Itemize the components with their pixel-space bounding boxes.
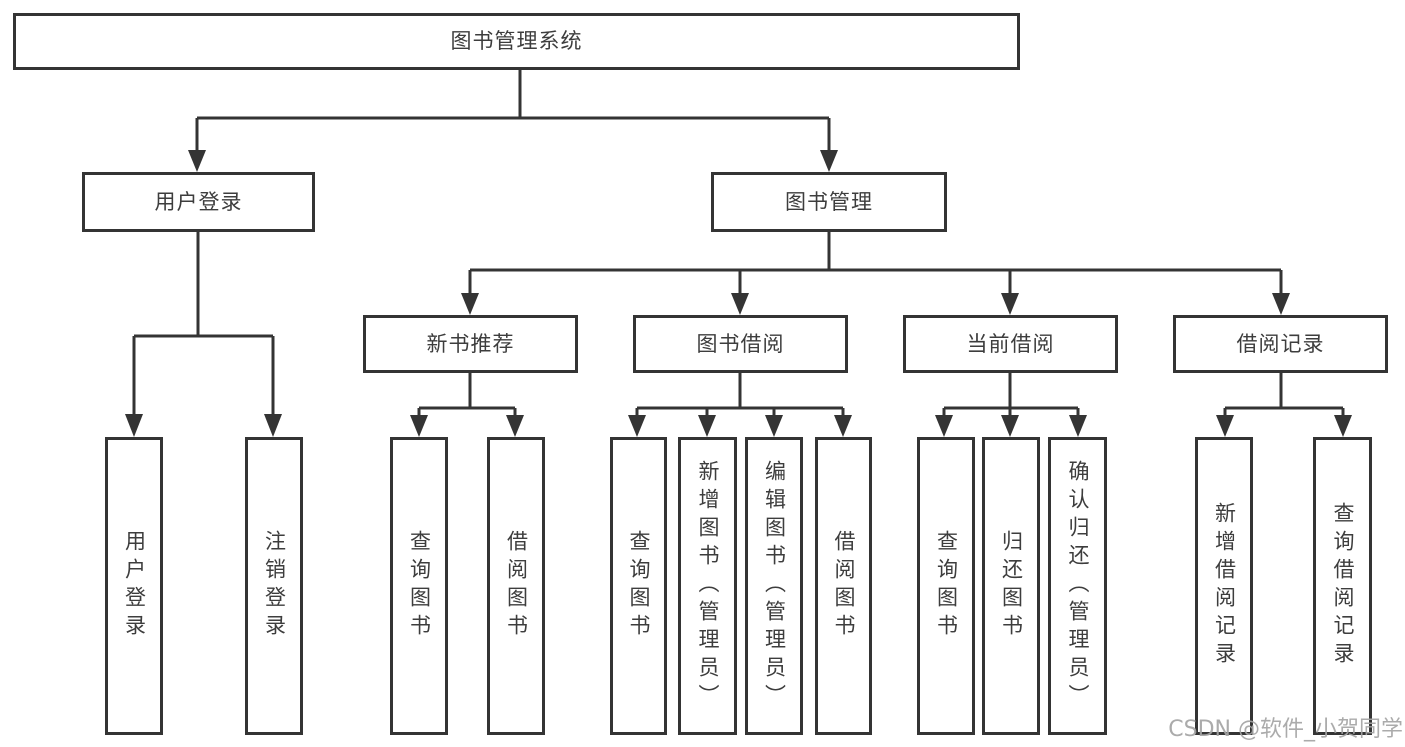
node-borrow-records: 借阅记录 bbox=[1173, 315, 1388, 373]
connector-userlogin-to-leaves bbox=[132, 232, 275, 416]
arrowhead bbox=[765, 415, 783, 437]
arrowhead bbox=[698, 415, 716, 437]
leaf-newbook-query-books: 查询图书 bbox=[390, 437, 448, 735]
connector-currentborrow-split bbox=[942, 373, 1080, 418]
node-user-login: 用户登录 bbox=[82, 172, 315, 232]
leaf-borrowing-edit-books-admin: 编辑图书（管理员） bbox=[745, 437, 803, 735]
node-new-book-recommend: 新书推荐 bbox=[363, 315, 578, 373]
leaf-user-login: 用户登录 bbox=[105, 437, 163, 735]
connector-newbook-split bbox=[417, 373, 517, 418]
arrowhead bbox=[1001, 415, 1019, 437]
leaf-current-return-books: 归还图书 bbox=[982, 437, 1040, 735]
arrowhead bbox=[506, 415, 524, 437]
leaf-logout-login: 注销登录 bbox=[245, 437, 303, 735]
arrowhead bbox=[628, 415, 646, 437]
leaf-borrowing-borrow-books: 借阅图书 bbox=[815, 437, 872, 735]
arrowhead bbox=[935, 415, 953, 437]
arrowhead bbox=[1001, 293, 1019, 315]
leaf-borrowing-query-books: 查询图书 bbox=[610, 437, 667, 735]
arrowhead bbox=[461, 293, 479, 315]
arrowhead bbox=[820, 150, 838, 172]
connector-bookmgmt-to-level3 bbox=[468, 232, 1283, 296]
node-book-borrowing: 图书借阅 bbox=[633, 315, 848, 373]
arrowhead bbox=[188, 150, 206, 172]
connector-bookborrow-split bbox=[635, 373, 845, 418]
leaf-current-query-books: 查询图书 bbox=[917, 437, 975, 735]
arrowhead bbox=[731, 293, 749, 315]
arrowhead bbox=[264, 414, 282, 437]
node-book-management: 图书管理 bbox=[711, 172, 947, 232]
csdn-watermark: CSDN @软件_小贺同学 bbox=[1168, 717, 1403, 742]
arrowhead bbox=[1216, 415, 1234, 437]
arrowhead bbox=[1069, 415, 1087, 437]
leaf-current-confirm-return-admin: 确认归还（管理员） bbox=[1048, 437, 1107, 735]
arrowhead bbox=[125, 414, 143, 437]
arrowhead bbox=[410, 415, 428, 437]
node-root-system: 图书管理系统 bbox=[13, 13, 1020, 70]
leaf-record-add-borrow-record: 新增借阅记录 bbox=[1195, 437, 1253, 735]
arrowhead bbox=[834, 415, 852, 437]
connector-record-split bbox=[1223, 373, 1345, 418]
connector-root-to-level2 bbox=[195, 70, 831, 152]
leaf-newbook-borrow-books: 借阅图书 bbox=[487, 437, 545, 735]
leaf-record-query-borrow-record: 查询借阅记录 bbox=[1313, 437, 1372, 735]
node-current-borrowing: 当前借阅 bbox=[903, 315, 1118, 373]
arrowhead bbox=[1272, 293, 1290, 315]
leaf-borrowing-add-books-admin: 新增图书（管理员） bbox=[678, 437, 737, 735]
arrowhead bbox=[1334, 415, 1352, 437]
